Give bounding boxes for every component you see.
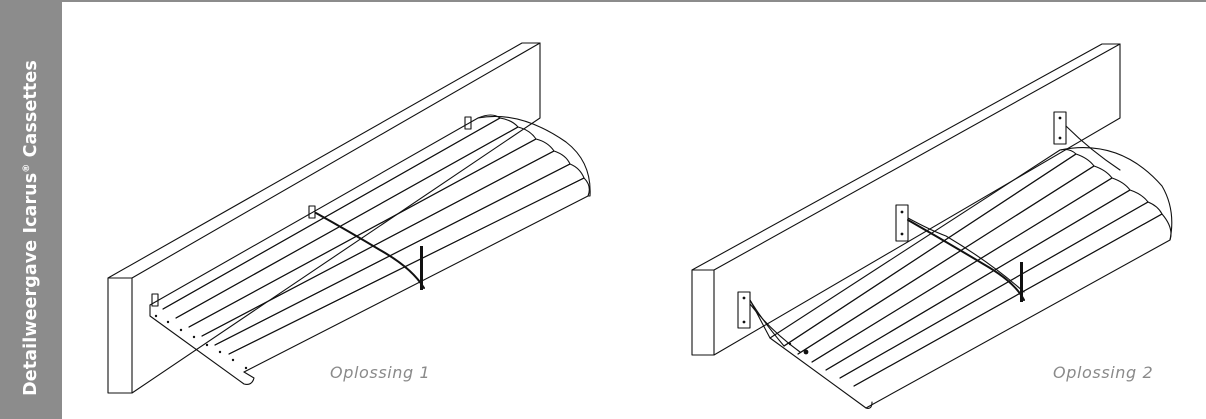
wall-plates-2: [737, 111, 1067, 329]
support-strap-2: [907, 219, 1025, 302]
louvre-slats-2: [749, 147, 1173, 409]
front-fixings-2: [742, 116, 1062, 355]
louvre-slats-1: [149, 114, 591, 385]
top-rule: [0, 0, 1206, 2]
front-fixings-1: [154, 314, 248, 370]
wall-block-2: [691, 43, 1121, 356]
wall-brackets-1: [151, 116, 472, 307]
sidebar: Detailweergave Icarus® Cassettes: [0, 0, 62, 419]
support-strap-1: [315, 212, 425, 290]
tension-rods-2: [749, 125, 1121, 353]
figure-oplossing-2: [691, 43, 1173, 409]
figure-oplossing-1: [107, 42, 591, 394]
caption-oplossing-2: Oplossing 2: [1053, 363, 1154, 382]
caption-oplossing-1: Oplossing 1: [330, 363, 431, 382]
